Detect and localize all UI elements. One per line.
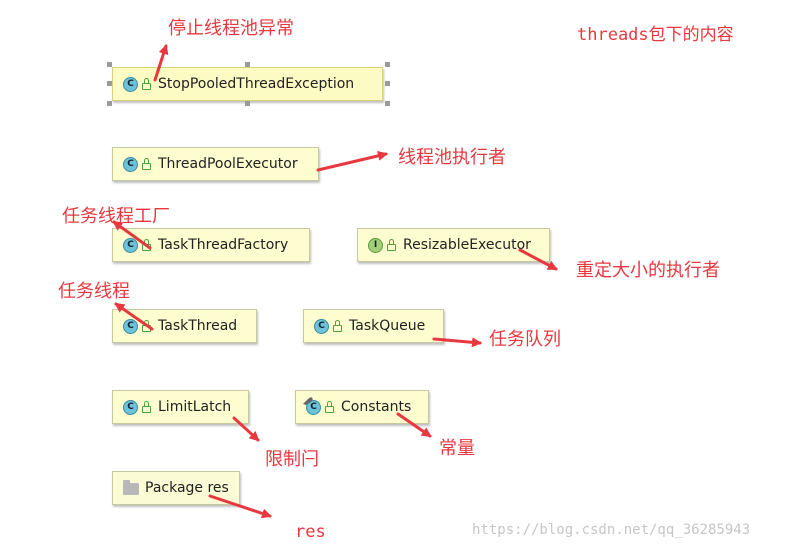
lock-icon xyxy=(142,77,151,90)
arrow-limit-latch xyxy=(232,416,260,442)
node-resizable-executor[interactable]: I ResizableExecutor xyxy=(357,228,550,262)
selection-handle[interactable] xyxy=(107,62,112,67)
selection-handle[interactable] xyxy=(107,101,112,106)
selection-handle[interactable] xyxy=(245,101,250,106)
annotation-thread-pool-executor: 线程池执行者 xyxy=(398,147,506,168)
selection-handle[interactable] xyxy=(385,101,390,106)
node-label: LimitLatch xyxy=(158,399,232,415)
arrow-resizable-executor xyxy=(518,248,558,271)
watermark-text: https://blog.csdn.net/qq_36285943 xyxy=(472,522,751,538)
selection-handle[interactable] xyxy=(107,81,112,86)
arrow-task-queue xyxy=(432,337,482,348)
lock-icon xyxy=(333,319,342,332)
arrow-task-thread-factory xyxy=(112,220,152,250)
annotation-task-thread-factory: 任务线程工厂 xyxy=(62,206,170,227)
annotation-task-thread: 任务线程 xyxy=(58,281,130,302)
class-icon: C xyxy=(123,237,138,253)
annotation-constants: 常量 xyxy=(439,438,475,459)
lock-icon xyxy=(142,400,151,413)
node-label: Package res xyxy=(145,480,229,496)
arrow-stop-pooled xyxy=(153,44,169,82)
class-icon: C xyxy=(306,399,321,415)
node-label: ThreadPoolExecutor xyxy=(158,156,298,172)
lock-icon xyxy=(325,400,334,413)
arrow-constants xyxy=(396,412,432,438)
node-thread-pool-executor[interactable]: C ThreadPoolExecutor xyxy=(112,147,319,181)
arrow-task-thread xyxy=(114,302,154,331)
class-icon: C xyxy=(123,399,138,415)
node-label: StopPooledThreadException xyxy=(158,76,355,92)
node-label: Constants xyxy=(341,399,412,415)
node-task-thread[interactable]: C TaskThread xyxy=(112,309,257,343)
class-icon: C xyxy=(123,76,138,92)
header-note: threads包下的内容 xyxy=(577,25,734,45)
lock-icon xyxy=(387,238,396,251)
node-limit-latch[interactable]: C LimitLatch xyxy=(112,390,249,424)
selection-handle[interactable] xyxy=(385,81,390,86)
node-stop-pooled-thread-exception[interactable]: C StopPooledThreadException xyxy=(112,67,383,101)
interface-icon: I xyxy=(368,237,383,253)
lock-icon xyxy=(142,157,151,170)
class-icon: C xyxy=(123,156,138,172)
annotation-task-queue: 任务队列 xyxy=(489,329,561,350)
node-label: TaskQueue xyxy=(349,318,426,334)
node-label: TaskThreadFactory xyxy=(158,237,289,253)
arrow-thread-pool-executor xyxy=(316,150,388,172)
arrow-package-res xyxy=(208,494,272,519)
node-task-queue[interactable]: C TaskQueue xyxy=(303,309,444,343)
node-label: ResizableExecutor xyxy=(403,237,531,253)
class-icon: C xyxy=(314,318,329,334)
annotation-stop-pooled: 停止线程池异常 xyxy=(168,18,294,39)
selection-handle[interactable] xyxy=(385,62,390,67)
annotation-limit-latch: 限制闩 xyxy=(265,449,319,470)
annotation-resizable-executor: 重定大小的执行者 xyxy=(576,260,720,281)
pin-icon xyxy=(303,397,313,405)
selection-handle[interactable] xyxy=(245,62,250,67)
node-label: TaskThread xyxy=(158,318,238,334)
folder-icon xyxy=(123,480,139,495)
class-icon: C xyxy=(123,318,138,334)
annotation-package-res: res xyxy=(295,522,326,542)
